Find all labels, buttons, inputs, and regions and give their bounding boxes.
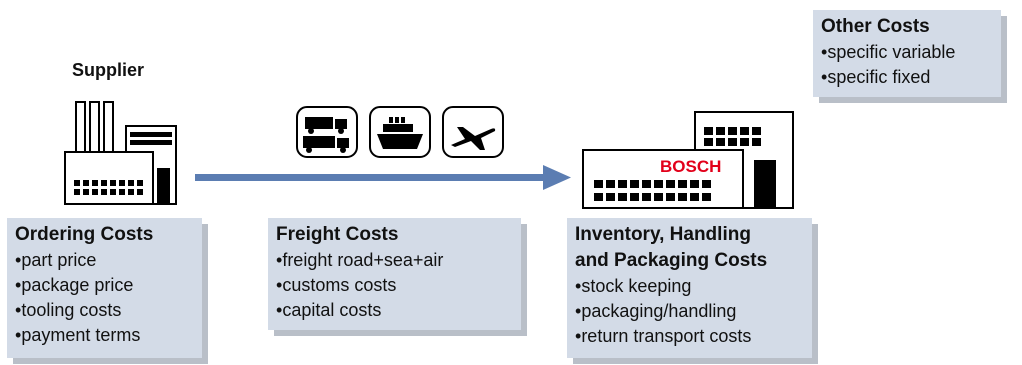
list-item: part price	[15, 248, 194, 273]
list-item: packaging/handling	[575, 299, 804, 324]
inventory-costs-box: Inventory, Handling and Packaging Costs …	[567, 218, 812, 358]
inventory-costs-title-line1: Inventory, Handling	[575, 224, 751, 245]
list-item: stock keeping	[575, 274, 804, 299]
list-item: specific variable	[821, 40, 993, 65]
list-item: tooling costs	[15, 298, 194, 323]
list-item: specific fixed	[821, 65, 993, 90]
supplier-factory-icon	[64, 101, 177, 205]
supplier-label: Supplier	[72, 60, 145, 80]
ordering-costs-title: Ordering Costs	[15, 224, 154, 245]
freight-costs-list: freight road+sea+air customs costs capit…	[276, 248, 513, 323]
list-item: capital costs	[276, 298, 513, 323]
other-costs-title: Other Costs	[821, 16, 930, 37]
inventory-costs-title-line2: and Packaging Costs	[575, 250, 768, 271]
freight-costs-box: Freight Costs freight road+sea+air custo…	[268, 218, 521, 330]
inventory-costs-list: stock keeping packaging/handling return …	[575, 274, 804, 349]
transport-icons	[295, 105, 510, 165]
list-item: freight road+sea+air	[276, 248, 513, 273]
other-costs-box: Other Costs specific variable specific f…	[813, 10, 1001, 97]
list-item: return transport costs	[575, 324, 804, 349]
airplane-icon	[442, 106, 504, 158]
truck-icon	[296, 106, 358, 158]
flow-arrow	[195, 165, 571, 190]
ship-icon	[369, 106, 431, 158]
list-item: payment terms	[15, 323, 194, 348]
bosch-building-icon: BOSCH	[582, 111, 794, 209]
other-costs-list: specific variable specific fixed	[821, 40, 993, 90]
ordering-costs-list: part price package price tooling costs p…	[15, 248, 194, 348]
bosch-sign: BOSCH	[660, 157, 721, 176]
freight-costs-title: Freight Costs	[276, 224, 399, 245]
list-item: customs costs	[276, 273, 513, 298]
list-item: package price	[15, 273, 194, 298]
ordering-costs-box: Ordering Costs part price package price …	[7, 218, 202, 358]
